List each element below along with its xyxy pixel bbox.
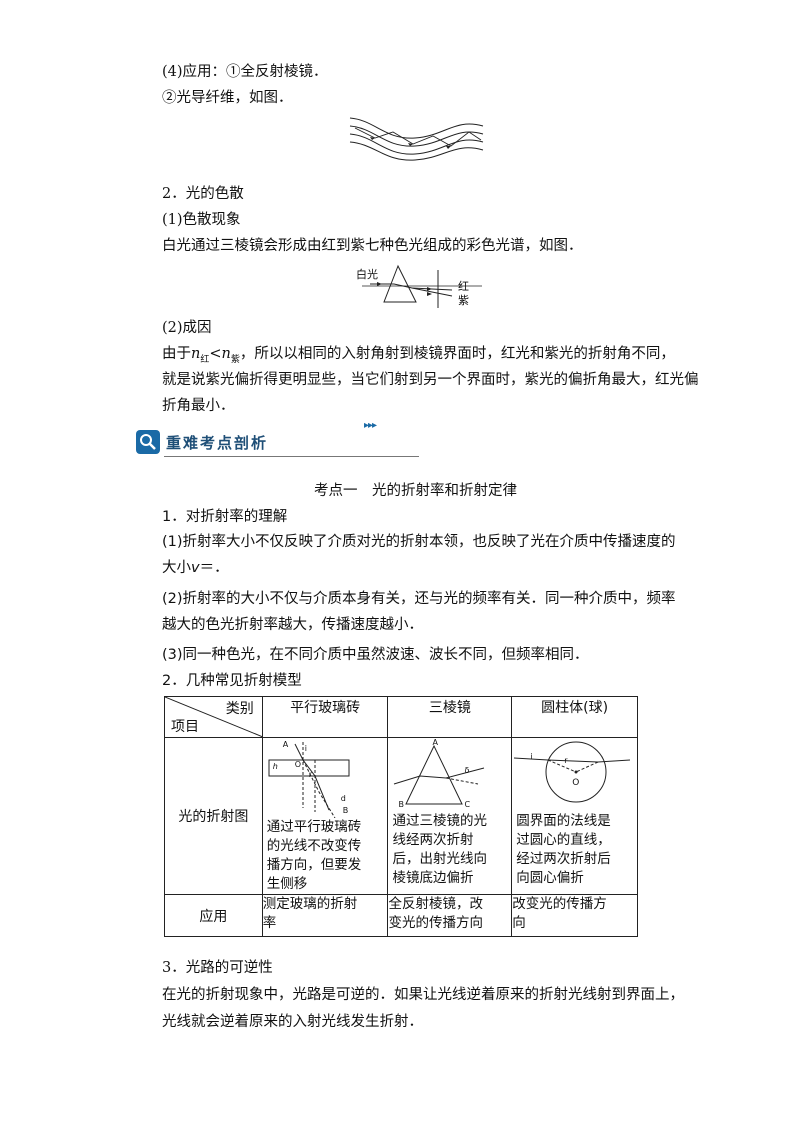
note-line: 经过两次折射后 [516,851,611,867]
circle-figure [514,741,631,803]
prism-label-B: B [398,800,404,809]
slab-label-O: O [294,760,302,769]
circle-label-O: O [572,778,580,788]
optical-fiber-figure [349,117,484,161]
prism-dispersion-figure: 白光 红 紫 [352,262,482,312]
label-red: 红 [458,280,469,293]
key-points-banner: 重难考点剖析 ▸▸▸ [136,420,419,458]
note-line: 后，出射光线向 [392,851,487,867]
prism-cell: A δ B C 通过三棱镜的光 线经两次折射 后，出射光线向 棱镜底边偏折 [387,737,513,895]
slab-label-d: d [340,794,346,803]
prism-label-delta: δ [464,766,470,775]
app-line: 变光的传播方向 [388,915,483,931]
sub-violet: 紫 [230,354,240,365]
kaodian-p1b: 大小v＝． [162,558,229,578]
sub-red: 红 [200,354,210,365]
fiber-line: ②光导纤维，如图． [162,90,293,106]
circle-cell: i r O 圆界面的法线是 过圆心的直线， 经过两次折射后 向圆心偏折 [511,737,638,895]
slab-label-A: A [282,740,289,749]
kaodian-p2b: 越大的色光折射率越大，传播速度越小． [162,617,423,633]
slab-note: 通过平行玻璃砖 的光线不改变传 播方向，但要发 生侧移 [263,818,388,894]
app-line: 测定玻璃的折射 [262,896,358,912]
kaodian-s1: 1．对折射率的理解 [162,509,288,525]
app-line: 向 [512,915,526,931]
circle-label-i: i [530,752,533,761]
note-line: 向圆心偏折 [516,870,584,886]
reversibility-p-b: 光线就会逆着原来的入射光线发生折射． [162,1014,423,1030]
application-cell: 全反射棱镜，改变光的传播方向 [387,894,513,937]
col-header: 圆柱体(球) [511,696,638,738]
banner-underline [164,456,419,457]
col-header: 平行玻璃砖 [261,696,389,738]
application-cell: 改变光的传播方向 [511,894,638,937]
kaodian-p3: (3)同一种色光，在不同介质中虽然波速、波长不同，但频率相同． [162,647,589,663]
reason-prefix: 由于 [162,346,191,362]
slab-label-r: r [308,770,313,779]
reversibility-heading: 3．光路的可逆性 [162,960,273,976]
refraction-models-table: 类别 项目 平行玻璃砖 三棱镜 圆柱体(球) 光的折射图 A i [164,696,638,937]
reason-line-3: 折角最小． [162,398,235,414]
row-label: 光的折射图 [164,737,263,895]
col-header: 三棱镜 [387,696,513,738]
label-violet: 紫 [458,294,469,307]
dispersion-sub2: (2)成因 [162,320,212,336]
corner-bottom: 项目 [171,719,199,735]
prism-label-C: C [464,800,471,809]
label-white-light: 白光 [356,268,378,281]
reason-rest: ，所以以相同的入射角射到棱镜界面时，红光和紫光的折射角不同， [239,346,675,362]
note-line: 的光线不改变传 [266,838,362,854]
note-line: 线经两次折射 [392,832,474,848]
kaodian-p1a: (1)折射率大小不仅反映了介质对光的折射本领，也反映了光在介质中传播速度的 [162,534,676,550]
kaodian-p2a: (2)折射率的大小不仅与介质本身有关，还与光的频率有关．同一种介质中，频率 [162,591,676,607]
prism-note: 通过三棱镜的光 线经两次折射 后，出射光线向 棱镜底边偏折 [388,812,511,888]
less-than: < [209,346,222,362]
note-line: 棱镜底边偏折 [392,870,474,886]
reason-line-2: 就是说紫光偏折得更明显些，当它们射到另一个界面时，紫光的偏折角最大，红光偏 [162,372,699,388]
reversibility-p-a: 在光的折射现象中，光路是可逆的．如果让光线逆着原来的折射光线射到界面上， [162,987,684,1003]
search-icon [136,430,160,454]
dispersion-heading: 2．光的色散 [162,186,244,202]
note-line: 生侧移 [266,876,308,892]
dispersion-text: 白光通过三棱镜会形成由红到紫七种色光组成的彩色光谱，如图． [162,238,583,254]
note-line: 过圆心的直线， [516,832,611,848]
v-symbol: v [191,560,200,576]
application-cell: 测定玻璃的折射率 [261,894,389,937]
slab-cell: A i h O r d B 通过平行玻璃砖 的光线不改变传 播方向，但要发 生侧… [261,737,389,895]
note-line: 圆界面的法线是 [516,813,611,829]
circle-label-r: r [564,756,568,765]
n-symbol-2: n [221,346,231,362]
app-line: 全反射棱镜，改 [388,896,483,912]
prism-label-A: A [432,738,438,747]
corner-cell: 类别 项目 [164,696,263,738]
application-line: (4)应用：①全反射棱镜． [162,64,328,80]
slab-label-B: B [342,806,349,815]
corner-top: 类别 [225,701,254,717]
row-label: 应用 [164,894,263,937]
note-line: 播方向，但要发 [266,857,362,873]
note-line: 通过平行玻璃砖 [266,819,362,835]
circle-note: 圆界面的法线是 过圆心的直线， 经过两次折射后 向圆心偏折 [512,812,637,888]
reason-line-1: 由于n红<n紫，所以以相同的入射角射到棱镜界面时，红光和紫光的折射角不同， [162,344,675,370]
slab-label-h: h [272,762,278,771]
slab-figure [268,742,350,818]
p1b-text: 大小 [162,560,191,576]
dispersion-sub1: (1)色散现象 [162,212,241,228]
p1c-text: ＝． [199,560,229,576]
kaodian-title: 考点一 光的折射率和折射定律 [314,483,517,499]
app-line: 率 [262,915,277,931]
kaodian-s2: 2．几种常见折射模型 [162,673,302,689]
n-symbol: n [191,346,201,362]
app-line: 改变光的传播方 [512,896,607,912]
slab-label-i: i [304,744,307,753]
prism-figure [394,744,485,805]
arrows-icon: ▸▸▸ [364,420,377,431]
note-line: 通过三棱镜的光 [392,813,487,829]
banner-title: 重难考点剖析 [166,434,269,452]
